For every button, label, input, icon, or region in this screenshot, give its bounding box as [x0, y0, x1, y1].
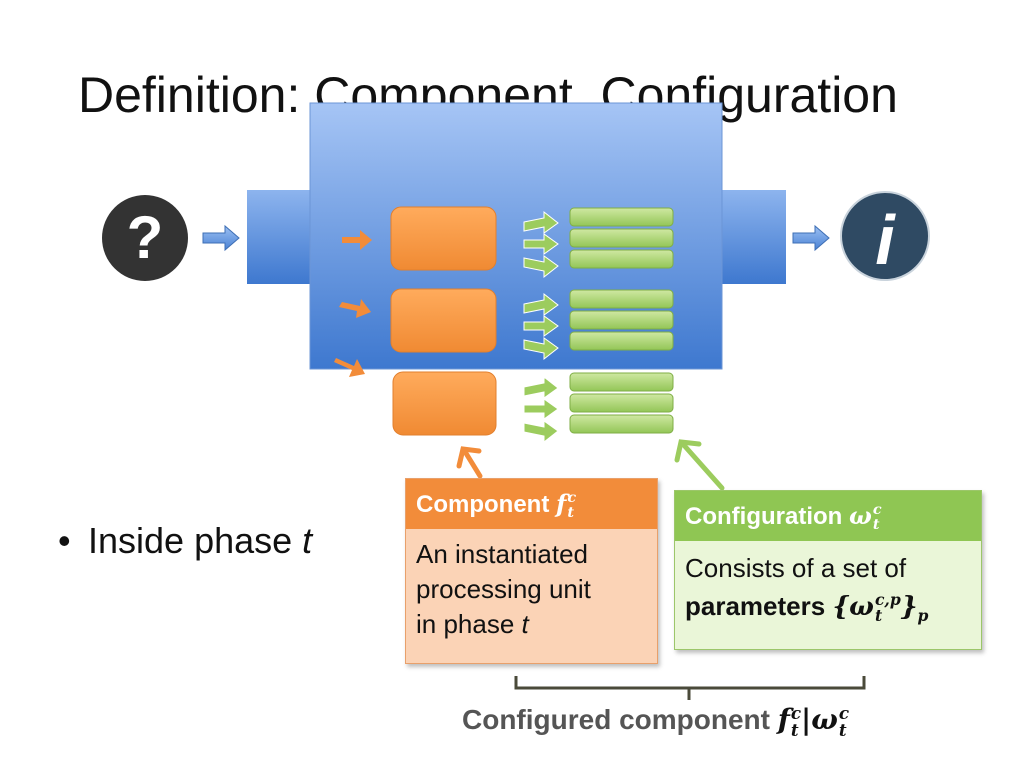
green-split-arrow: [523, 210, 559, 279]
configuration-desc-line: Consists of a set of: [685, 553, 907, 583]
svg-text:i: i: [875, 201, 896, 279]
orange-arrow: [342, 230, 372, 250]
orange-arrow: [339, 299, 371, 318]
green-split-arrow: [523, 292, 559, 361]
bullet-dot: •: [58, 520, 71, 561]
orange-arrow: [334, 358, 365, 377]
component-block: [390, 206, 497, 271]
component-desc-line: in phase t: [416, 609, 529, 639]
output-arrow: [792, 224, 830, 252]
component-block: [390, 288, 497, 353]
parameter-bars: [569, 207, 674, 434]
question-mark-icon: ?: [102, 195, 188, 281]
green-split-arrow: [523, 375, 559, 444]
phase-output-tab: [718, 190, 786, 284]
component-header-label: Component: [416, 491, 550, 518]
info-icon: i: [840, 191, 930, 281]
component-pointer-arrow: [456, 446, 483, 479]
input-arrow: [202, 224, 240, 252]
configuration-header-label: Configuration: [685, 503, 843, 530]
component-description: An instantiated processing unit in phase…: [406, 529, 657, 650]
component-desc-line: An instantiated: [416, 539, 589, 569]
component-block: [392, 371, 497, 436]
configured-component-brace: [514, 676, 866, 700]
bullet-inside-phase: • Inside phase t: [58, 520, 312, 562]
bullet-variable: t: [302, 520, 313, 561]
svg-text:?: ?: [127, 204, 164, 271]
phase-input-tab: [247, 190, 315, 284]
component-desc-line: processing unit: [416, 574, 591, 604]
configuration-pointer-arrow: [674, 439, 725, 491]
bullet-text: Inside phase: [88, 520, 303, 561]
